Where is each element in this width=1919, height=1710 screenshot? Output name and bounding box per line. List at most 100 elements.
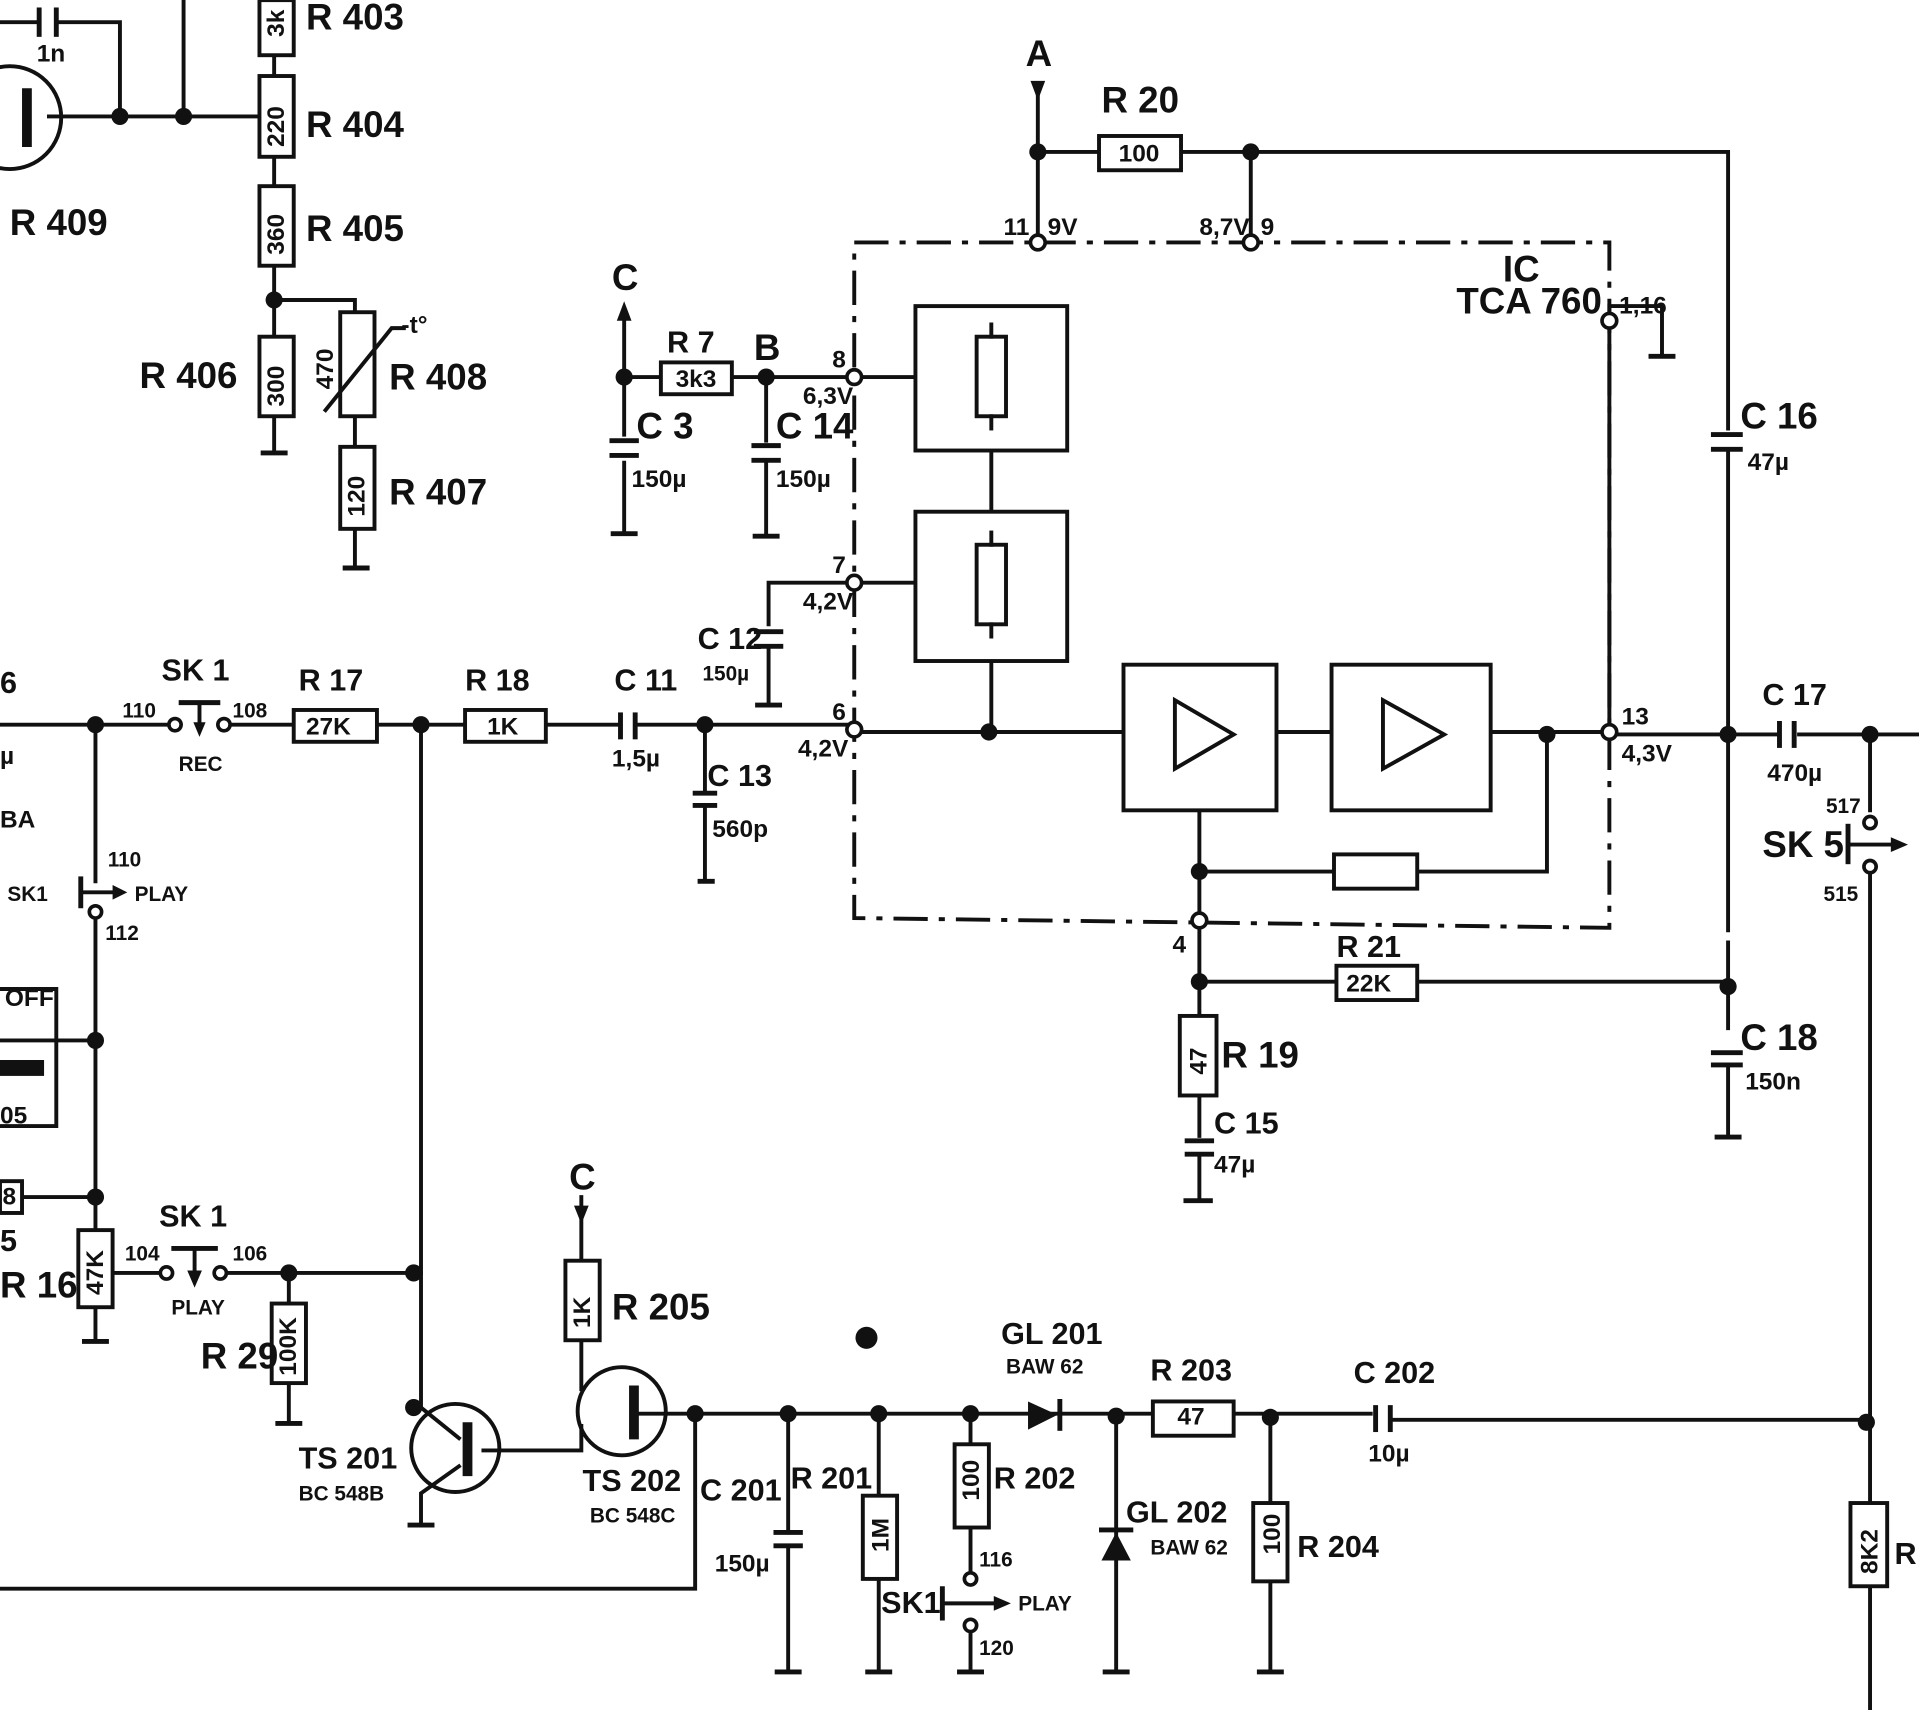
c13-ref: C 13 xyxy=(707,759,772,793)
c14-value: 150µ xyxy=(776,466,831,493)
sk1-play-mid-mode: PLAY xyxy=(171,1297,225,1320)
ts202-type: BC 548C xyxy=(590,1505,676,1528)
ic-type: TCA 760 xyxy=(1456,280,1602,321)
pin-1-16-label: 1,16 xyxy=(1619,292,1667,319)
r17-value: 27K xyxy=(306,713,351,740)
switch-actuators xyxy=(78,80,1908,1621)
r17-ref: R 17 xyxy=(299,663,364,697)
r29-ref: R 29 xyxy=(201,1335,279,1376)
c13-value: 560p xyxy=(712,816,768,843)
r405-ref: R 405 xyxy=(306,208,404,249)
r407-value: 120 xyxy=(344,476,371,517)
r404-ref: R 404 xyxy=(306,104,405,145)
c12-ref: C 12 xyxy=(698,622,763,656)
r19-value: 47 xyxy=(1186,1047,1213,1074)
sk1-play-bottom-pin-b: 120 xyxy=(979,1637,1014,1660)
sk1-play-left-pin-b: 112 xyxy=(105,922,139,945)
pin-8-label: 8 xyxy=(832,346,846,373)
sk5-pin-b: 515 xyxy=(1824,883,1859,906)
pin-6-voltage: 4,2V xyxy=(798,735,849,762)
sk1-play-bottom-ref: SK1 xyxy=(881,1586,940,1620)
r203-ref: R 203 xyxy=(1150,1354,1232,1388)
r201-ref: R 201 xyxy=(791,1461,873,1495)
r16-value: 47K xyxy=(82,1250,109,1295)
node-c-label-top: C xyxy=(612,257,639,298)
sk1-play-mid-ref: SK 1 xyxy=(159,1199,227,1233)
resistors xyxy=(76,0,1890,1589)
r204-ref: R 204 xyxy=(1297,1530,1379,1564)
r18-ref: R 18 xyxy=(465,663,530,697)
node-b-label: B xyxy=(754,327,781,368)
r202-ref: R 202 xyxy=(994,1461,1076,1495)
c202-value: 10µ xyxy=(1368,1440,1409,1467)
sk5-pin-a: 517 xyxy=(1826,795,1861,818)
sk1-rec-pin-b: 108 xyxy=(233,699,268,722)
r7-value: 3k3 xyxy=(676,366,717,393)
labels: A C B C IC TCA 760 11 9V 8,7V 9 8 6,3V 7… xyxy=(0,0,1917,1660)
c201-ref: C 201 xyxy=(700,1474,782,1508)
sk1-play-left-ref: SK1 xyxy=(7,883,47,906)
r29-value: 100K xyxy=(275,1317,302,1376)
r20-value: 100 xyxy=(1119,141,1160,168)
c202-ref: C 202 xyxy=(1354,1356,1436,1390)
gl202-type: BAW 62 xyxy=(1150,1536,1227,1559)
left-edge-off: OFF xyxy=(5,985,54,1012)
r405-value: 360 xyxy=(263,214,290,255)
r407-ref: R 407 xyxy=(389,471,487,512)
r7-ref: R 7 xyxy=(667,326,715,360)
left-edge-panel xyxy=(0,987,59,1215)
r202-value: 100 xyxy=(958,1460,985,1501)
r-edge-ref: R xyxy=(1895,1537,1917,1571)
pin-4-label: 4 xyxy=(1172,931,1186,958)
ground-symbols xyxy=(81,353,1742,1675)
gl202-ref: GL 202 xyxy=(1126,1496,1227,1530)
node-c-label-bottom: C xyxy=(569,1157,596,1198)
c3-ref: C 3 xyxy=(636,405,693,446)
r204-value: 100 xyxy=(1259,1514,1286,1555)
r403-ref: R 403 xyxy=(306,0,404,38)
c-top-value: 1n xyxy=(37,40,66,67)
sk1-play-mid-pin-b: 106 xyxy=(233,1243,268,1266)
transistors xyxy=(0,64,668,1494)
sk1-play-left-pin-a: 110 xyxy=(108,849,142,872)
r406-value: 300 xyxy=(263,366,290,407)
c15-value: 47µ xyxy=(1214,1152,1255,1179)
left-edge-5: 5 xyxy=(0,1224,17,1258)
left-edge-05: 05 xyxy=(0,1103,27,1130)
pin-13-label: 13 xyxy=(1622,704,1649,731)
c18-value: 150n xyxy=(1745,1068,1801,1095)
c11-value: 1,5µ xyxy=(612,745,660,772)
ts201-type: BC 548B xyxy=(299,1483,385,1506)
ts201-ref: TS 201 xyxy=(299,1442,398,1476)
capacitors xyxy=(36,7,1797,1549)
r203-value: 47 xyxy=(1177,1404,1204,1431)
sk1-rec-ref: SK 1 xyxy=(162,654,230,688)
gl201-type: BAW 62 xyxy=(1006,1355,1083,1378)
c15-ref: C 15 xyxy=(1214,1106,1279,1140)
sk1-play-mid-pin-a: 104 xyxy=(125,1243,160,1266)
c16-ref: C 16 xyxy=(1740,395,1818,436)
pin-8-voltage: 6,3V xyxy=(803,383,854,410)
r16-ref: R 16 xyxy=(0,1264,78,1305)
r406-ref: R 406 xyxy=(140,355,238,396)
pin-11-voltage: 9V xyxy=(1048,214,1079,241)
r205-value: 1K xyxy=(569,1296,596,1328)
ic-outline xyxy=(852,240,1612,930)
r404-value: 220 xyxy=(263,106,290,147)
r19-ref: R 19 xyxy=(1221,1034,1299,1075)
left-edge-6: 6 xyxy=(0,666,17,700)
left-edge-ba: BA xyxy=(0,806,36,833)
left-edge-u: µ xyxy=(0,743,14,770)
sk5-ref: SK 5 xyxy=(1762,824,1844,865)
junction-dots xyxy=(86,107,1879,1431)
pin-circles xyxy=(87,233,1879,1634)
ts202-ref: TS 202 xyxy=(583,1464,682,1498)
r205-ref: R 205 xyxy=(612,1286,710,1327)
diodes xyxy=(1028,1399,1134,1561)
ic-internal-blocks xyxy=(913,304,1493,891)
pin-11-label: 11 xyxy=(1004,214,1030,241)
c12-value: 150µ xyxy=(702,663,749,686)
r403-value: 3k xyxy=(263,9,290,37)
c16-value: 47µ xyxy=(1748,449,1789,476)
sk1-play-left-mode: PLAY xyxy=(135,883,189,906)
